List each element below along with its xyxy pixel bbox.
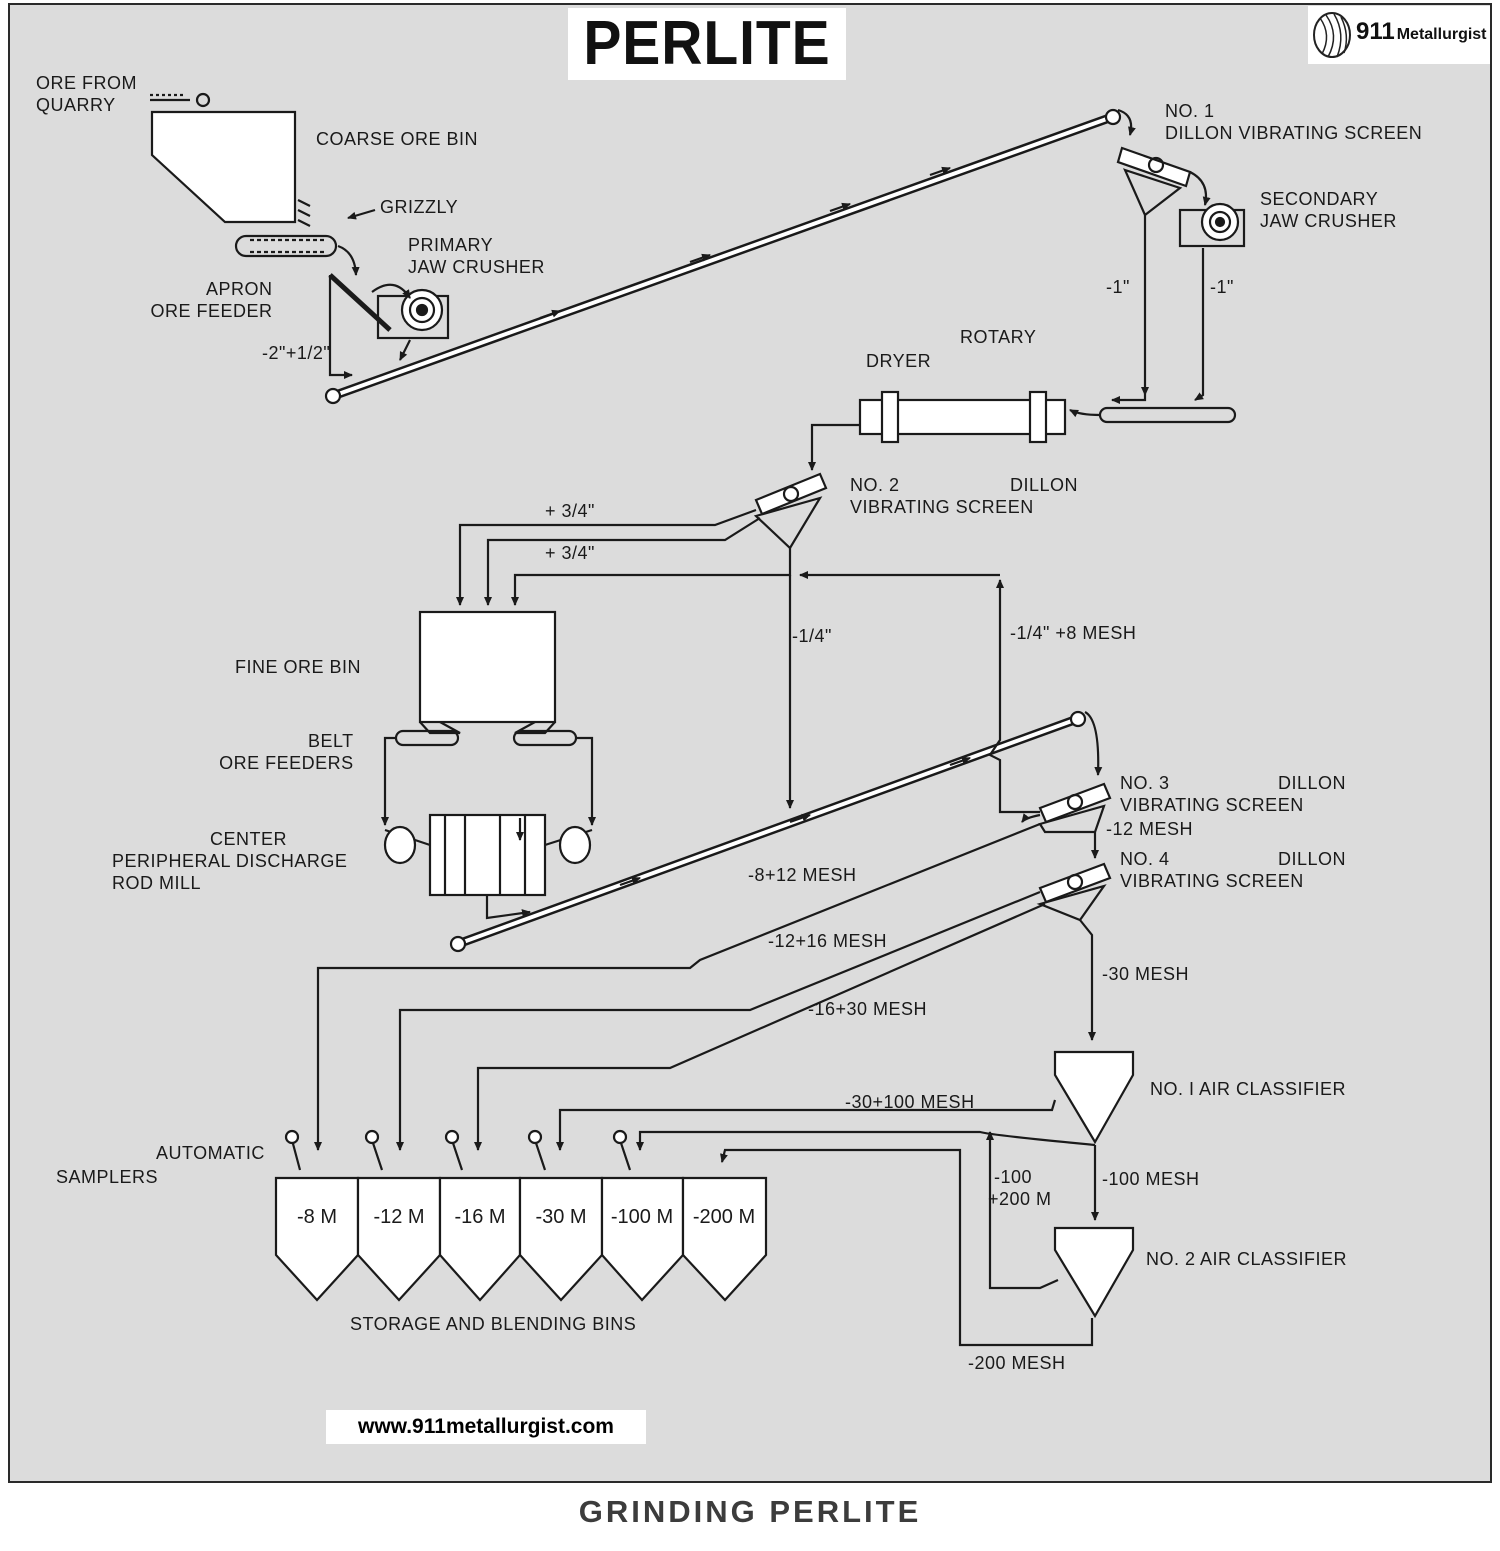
label-no4-dillon: DILLON	[1278, 849, 1347, 869]
label-fine-ore-bin: FINE ORE BIN	[235, 657, 362, 677]
label-dillon-vibrating-screen: DILLON VIBRATING SCREEN	[1165, 123, 1423, 143]
label-minus16-plus30: -16+30 MESH	[808, 999, 928, 1019]
label-rod-mill: CENTER PERIPHERAL DISCHARGE ROD MILL	[112, 828, 347, 894]
label-no4-screen: NO. 4 VIBRATING SCREEN	[1120, 848, 1304, 892]
label-primary: PRIMARY	[408, 235, 494, 255]
label-ore-feeders: ORE FEEDERS	[219, 753, 354, 773]
fine-ore-bin	[418, 610, 557, 724]
label-minus100-plus200: -100 +200 M	[988, 1166, 1052, 1210]
label-grizzly: GRIZZLY	[380, 197, 459, 217]
label-no2-dillon: DILLON	[1010, 475, 1079, 495]
bin-label-16m: -16 M	[454, 1206, 506, 1228]
label-ore-feeder: ORE FEEDER	[150, 301, 273, 321]
dryer-feed-conveyor	[1098, 406, 1237, 424]
label-primary-jaw-crusher: PRIMARY JAW CRUSHER	[408, 234, 545, 278]
label-minus1-a: -1"	[1106, 277, 1130, 297]
apron-ore-feeder	[234, 234, 338, 258]
label-dryer: DRYER	[866, 351, 932, 371]
label-ore-from: ORE FROM	[36, 73, 137, 93]
no4-dillon-screen	[1038, 862, 1112, 904]
label-no2-vibrating-screen: VIBRATING SCREEN	[850, 497, 1034, 517]
title-panel	[568, 8, 846, 80]
label-apron: APRON	[206, 279, 273, 299]
label-rod-mill-text: ROD MILL	[112, 873, 202, 893]
no4-screen-hopper	[1036, 884, 1107, 922]
label-secondary: SECONDARY	[1260, 189, 1379, 209]
logo-word: Metallurgist	[1396, 26, 1487, 43]
label-plus200: +200 M	[988, 1189, 1052, 1209]
label-center: CENTER	[210, 829, 288, 849]
no3-dillon-screen	[1038, 782, 1112, 824]
bin-label-12m: -12 M	[373, 1206, 425, 1228]
label-minus12-mesh: -12 MESH	[1106, 819, 1194, 839]
label-no4: NO. 4	[1120, 849, 1170, 869]
label-minus100-mesh: -100 MESH	[1102, 1169, 1200, 1189]
globe-logo-icon	[1313, 12, 1351, 58]
label-no3: NO. 3	[1120, 773, 1170, 793]
bin-label-30m: -30 M	[535, 1206, 587, 1228]
label-plus-three-quarter-a: + 3/4"	[545, 501, 595, 521]
bin-label-100m: -100 M	[610, 1206, 674, 1228]
label-jaw-crusher: JAW CRUSHER	[408, 257, 545, 277]
no2-air-classifier	[1053, 1226, 1135, 1319]
label-apron-ore-feeder: APRON ORE FEEDER	[112, 278, 273, 322]
logo-number: 911	[1356, 18, 1395, 45]
label-minus-quarter-plus8: -1/4" +8 MESH	[1010, 623, 1137, 643]
label-samplers: SAMPLERS	[56, 1167, 159, 1187]
bin-label-200m: -200 M	[692, 1206, 756, 1228]
label-coarse-ore-bin: COARSE ORE BIN	[316, 129, 479, 149]
label-no3-vibrating-screen: VIBRATING SCREEN	[1120, 795, 1304, 815]
label-minus-quarter: -1/4"	[792, 626, 832, 646]
grizzly	[328, 273, 392, 332]
website-url[interactable]: www.911metallurgist.com	[358, 1415, 614, 1438]
label-belt-ore-feeders: BELT ORE FEEDERS	[210, 730, 354, 774]
bin-gate	[297, 199, 311, 227]
no2-dillon-screen	[754, 472, 828, 516]
label-minus30-plus100: -30+100 MESH	[845, 1092, 975, 1112]
label-jaw-crusher-2: JAW CRUSHER	[1260, 211, 1397, 231]
label-no2-air-classifier: NO. 2 AIR CLASSIFIER	[1146, 1249, 1348, 1269]
diagram-title: PERLITE	[583, 9, 831, 78]
label-automatic: AUTOMATIC	[156, 1143, 265, 1163]
label-no1: NO. 1	[1165, 101, 1215, 121]
label-minus8-plus12: -8+12 MESH	[748, 865, 857, 885]
label-minus1-b: -1"	[1210, 277, 1234, 297]
rod-mill	[428, 813, 547, 897]
no1-screen-hopper	[1122, 168, 1183, 217]
label-minus200-mesh: -200 MESH	[968, 1353, 1066, 1373]
label-rotary: ROTARY	[960, 327, 1037, 347]
label-secondary-jaw-crusher: SECONDARY JAW CRUSHER	[1260, 188, 1397, 232]
label-quarry: QUARRY	[36, 95, 116, 115]
diagram-caption: GRINDING PERLITE	[578, 1494, 922, 1529]
label-peripheral-discharge: PERIPHERAL DISCHARGE	[112, 851, 348, 871]
label-no1-dillon-screen: NO. 1 DILLON VIBRATING SCREEN	[1165, 100, 1422, 144]
label-no3-dillon: DILLON	[1278, 773, 1347, 793]
label-storage-bins: STORAGE AND BLENDING BINS	[350, 1314, 637, 1334]
automatic-samplers	[284, 1129, 632, 1171]
label-no2-screen: NO. 2 VIBRATING SCREEN	[850, 474, 1034, 518]
label-no3-screen: NO. 3 VIBRATING SCREEN	[1120, 772, 1304, 816]
bin-label-8m: -8 M	[297, 1206, 337, 1228]
no2-screen-hopper	[753, 496, 823, 550]
label-no4-vibrating-screen: VIBRATING SCREEN	[1120, 871, 1304, 891]
no1-air-classifier	[1053, 1050, 1135, 1145]
label-no2: NO. 2	[850, 475, 900, 495]
label-minus100: -100	[994, 1167, 1033, 1187]
label-ore-from-quarry: ORE FROM QUARRY	[36, 72, 137, 116]
label-minus30-mesh: -30 MESH	[1102, 964, 1190, 984]
coarse-ore-bin	[150, 110, 297, 224]
label-plus-three-quarter-b: + 3/4"	[545, 543, 595, 563]
storage-blending-bins	[274, 1176, 768, 1302]
quarry-pulley	[195, 92, 211, 108]
label-size-2-half: -2"+1/2"	[262, 343, 331, 363]
label-belt: BELT	[308, 731, 354, 751]
label-minus12-plus16: -12+16 MESH	[768, 931, 888, 951]
label-no1-air-classifier: NO. I AIR CLASSIFIER	[1150, 1079, 1347, 1099]
url-panel	[326, 1410, 646, 1444]
no1-dillon-screen	[1116, 146, 1192, 188]
